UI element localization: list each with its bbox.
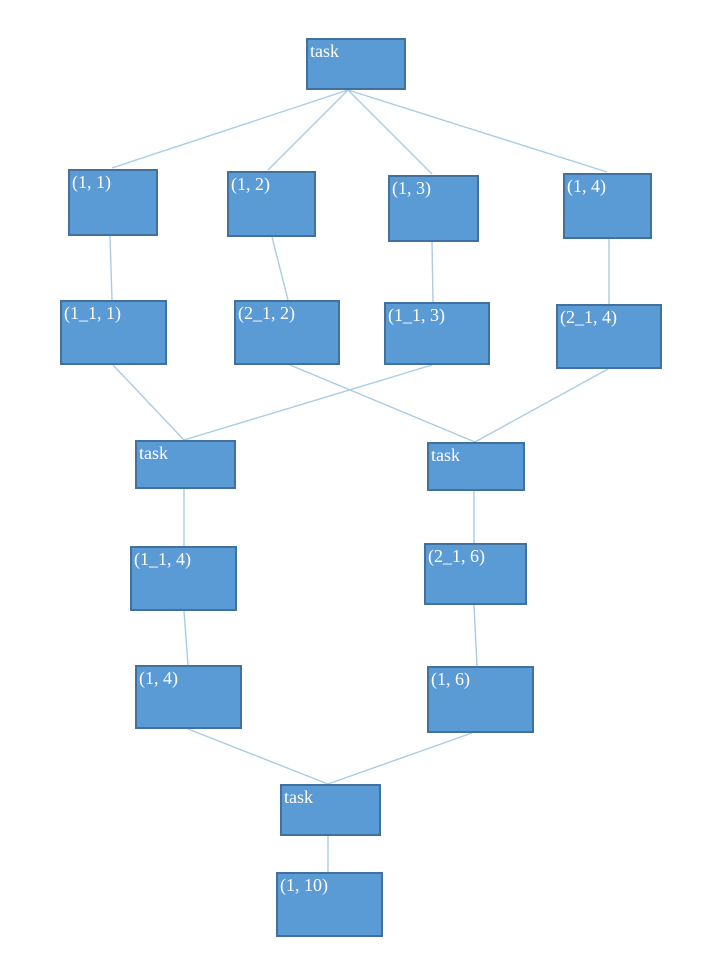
node-label: (2_1, 6)	[428, 546, 485, 566]
node-label: (2_1, 2)	[238, 303, 295, 323]
edge-n1-n5	[109, 235, 113, 301]
edge-n0-n4	[347, 89, 608, 173]
edge-n13-n15	[187, 728, 329, 785]
node-label: (1, 10)	[280, 875, 328, 895]
node-label: (1, 6)	[431, 669, 470, 689]
node-1-2[interactable]: (1, 2)	[227, 171, 316, 237]
edge-n14-n15	[327, 732, 473, 785]
node-label: (1_1, 1)	[64, 303, 121, 323]
node-label: (1_1, 3)	[388, 305, 445, 325]
edge-n8-n10	[474, 368, 609, 443]
node-1-1[interactable]: (1, 1)	[68, 169, 158, 236]
node-1-6[interactable]: (1, 6)	[427, 666, 534, 733]
node-1-4[interactable]: (1, 4)	[563, 173, 652, 239]
edge-n12-n14	[473, 604, 478, 667]
node-2_1-6[interactable]: (2_1, 6)	[424, 543, 527, 605]
node-label: task	[139, 443, 168, 463]
edge-n3-n7	[431, 241, 434, 303]
node-task-left[interactable]: task	[135, 440, 236, 489]
node-label: task	[310, 41, 339, 61]
node-1_1-3[interactable]: (1_1, 3)	[384, 302, 490, 365]
node-1-10[interactable]: (1, 10)	[276, 872, 383, 937]
node-task-root[interactable]: task	[306, 38, 406, 90]
node-2_1-4[interactable]: (2_1, 4)	[556, 304, 662, 369]
node-label: (1, 3)	[392, 178, 431, 198]
edge-n6-n10	[289, 364, 476, 443]
node-task-right[interactable]: task	[427, 442, 525, 491]
edge-n2-n6	[271, 236, 289, 301]
node-label: (1, 2)	[231, 174, 270, 194]
edge-n5-n9	[112, 364, 185, 441]
node-1_1-4[interactable]: (1_1, 4)	[130, 546, 237, 611]
node-2_1-2[interactable]: (2_1, 2)	[234, 300, 340, 365]
node-1-3[interactable]: (1, 3)	[388, 175, 479, 242]
node-task-bottom[interactable]: task	[280, 784, 381, 836]
node-label: (1_1, 4)	[134, 549, 191, 569]
edge-n11-n13	[183, 610, 189, 666]
node-label: (1, 1)	[72, 172, 111, 192]
edge-n0-n3	[347, 89, 433, 175]
node-label: (2_1, 4)	[560, 307, 617, 327]
node-label: task	[284, 787, 313, 807]
edge-n0-n2	[267, 89, 349, 171]
edge-n7-n9	[183, 364, 433, 441]
node-1-4-lower[interactable]: (1, 4)	[135, 665, 242, 729]
node-1_1-1[interactable]: (1_1, 1)	[60, 300, 167, 365]
node-label: (1, 4)	[567, 176, 606, 196]
edge-n0-n1	[111, 89, 349, 169]
node-label: (1, 4)	[139, 668, 178, 688]
node-label: task	[431, 445, 460, 465]
